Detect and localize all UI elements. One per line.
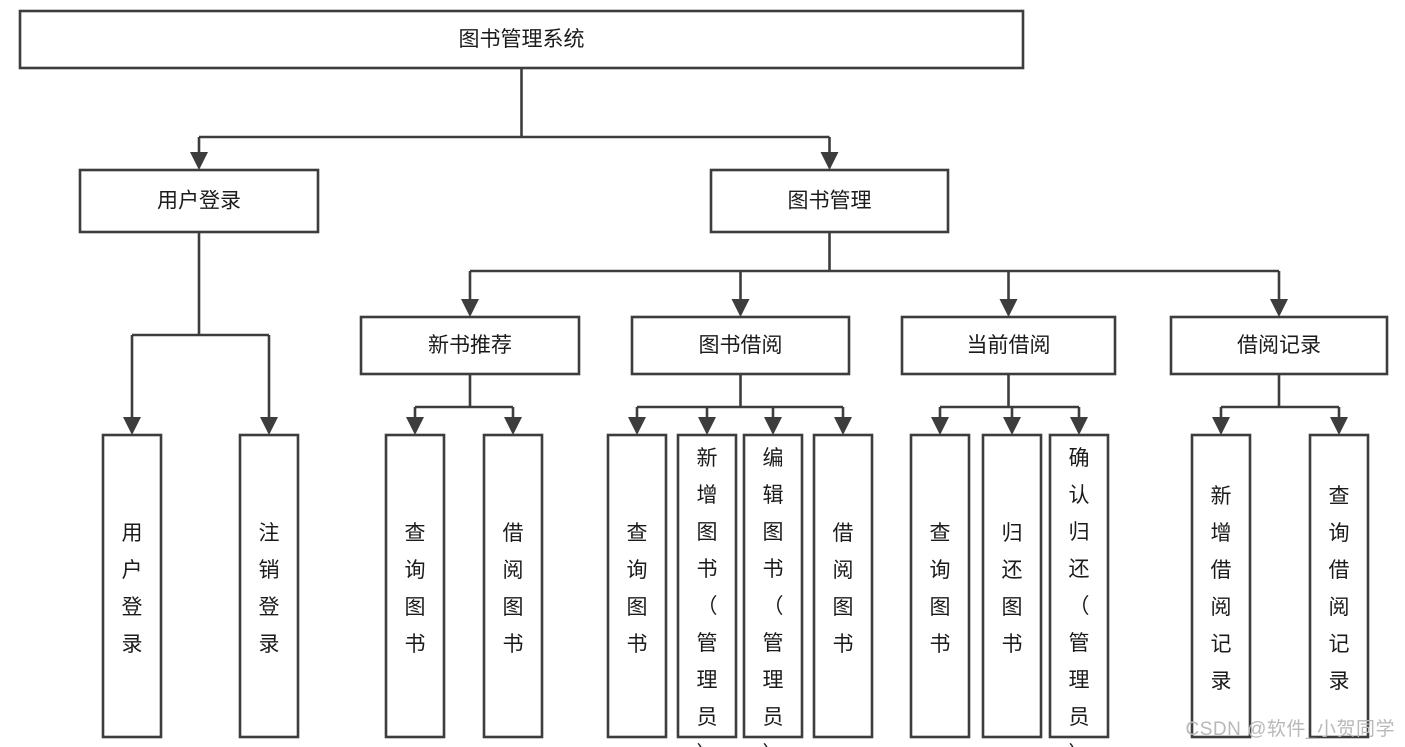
node-leaf-confirm-return-box[interactable] [1048,433,1110,739]
node-book-management-box[interactable] [709,168,950,234]
node-leaf-return-book[interactable]: 归还图书 [981,433,1043,739]
node-leaf-query-record-label: 查询借阅记录 [1329,485,1350,693]
node-book-borrow-box[interactable] [630,315,851,376]
node-leaf-borrow-book-2-box[interactable] [812,433,874,739]
node-leaf-edit-book-admin[interactable]: 编辑图书（管理员） [742,433,804,747]
node-borrow-record-label: 借阅记录 [1237,334,1321,357]
node-leaf-borrow-book-1-box[interactable] [482,433,544,739]
node-leaf-query-book-1-label: 查询图书 [405,522,426,656]
node-boxes: 图书管理系统用户登录图书管理新书推荐图书借阅当前借阅借阅记录用户登录注销登录查询… [18,9,1389,747]
node-leaf-borrow-book-1[interactable]: 借阅图书 [482,433,544,739]
node-new-book-recommend-box[interactable] [359,315,581,376]
node-leaf-borrow-book-2-label: 借阅图书 [833,522,854,656]
node-leaf-query-book-2-label: 查询图书 [627,522,648,656]
node-leaf-borrow-book-1-label: 借阅图书 [503,522,524,656]
node-leaf-confirm-return[interactable]: 确认归还（管理员） [1048,433,1110,747]
node-leaf-add-book-admin-label: 新增图书（管理员） [697,447,718,747]
node-leaf-user-login-label: 用户登录 [122,522,143,656]
node-leaf-query-book-2-box[interactable] [606,433,668,739]
node-user-login-label: 用户登录 [157,190,241,213]
node-leaf-query-record-box[interactable] [1308,433,1370,739]
node-current-borrow-label: 当前借阅 [967,334,1051,357]
node-user-login-box[interactable] [78,168,320,234]
node-borrow-record[interactable]: 借阅记录 [1169,315,1389,376]
node-leaf-edit-book-admin-label: 编辑图书（管理员） [763,447,784,747]
node-leaf-query-book-3-label: 查询图书 [930,522,951,656]
node-leaf-query-book-2[interactable]: 查询图书 [606,433,668,739]
node-new-book-recommend[interactable]: 新书推荐 [359,315,581,376]
node-leaf-add-book-admin[interactable]: 新增图书（管理员） [676,433,738,747]
node-leaf-user-login[interactable]: 用户登录 [101,433,163,739]
node-leaf-add-book-admin-box[interactable] [676,433,738,739]
node-leaf-user-logout-label: 注销登录 [259,522,280,656]
node-leaf-user-logout-box[interactable] [238,433,300,739]
node-leaf-query-book-1[interactable]: 查询图书 [384,433,446,739]
node-new-book-recommend-label: 新书推荐 [428,334,512,357]
node-user-login[interactable]: 用户登录 [78,168,320,234]
node-current-borrow-box[interactable] [900,315,1117,376]
node-book-management-label: 图书管理 [788,190,872,213]
node-leaf-add-record[interactable]: 新增借阅记录 [1190,433,1252,739]
node-borrow-record-box[interactable] [1169,315,1389,376]
node-leaf-add-record-box[interactable] [1190,433,1252,739]
node-leaf-edit-book-admin-box[interactable] [742,433,804,739]
node-root-box[interactable] [18,9,1025,70]
node-leaf-query-book-1-box[interactable] [384,433,446,739]
node-leaf-query-book-3-box[interactable] [909,433,971,739]
node-leaf-return-book-label: 归还图书 [1002,522,1023,656]
csdn-watermark: CSDN @软件_小贺同学 [1185,719,1395,740]
connector-lines [123,68,1348,435]
node-root-label: 图书管理系统 [459,28,585,51]
node-book-management[interactable]: 图书管理 [709,168,950,234]
node-leaf-confirm-return-label: 确认归还（管理员） [1069,447,1090,747]
node-leaf-query-record[interactable]: 查询借阅记录 [1308,433,1370,739]
node-book-borrow-label: 图书借阅 [699,334,783,357]
node-leaf-user-login-box[interactable] [101,433,163,739]
node-leaf-add-record-label: 新增借阅记录 [1211,485,1232,693]
node-leaf-borrow-book-2[interactable]: 借阅图书 [812,433,874,739]
node-book-borrow[interactable]: 图书借阅 [630,315,851,376]
node-leaf-return-book-box[interactable] [981,433,1043,739]
node-leaf-query-book-3[interactable]: 查询图书 [909,433,971,739]
node-current-borrow[interactable]: 当前借阅 [900,315,1117,376]
node-root[interactable]: 图书管理系统 [18,9,1025,70]
node-leaf-user-logout[interactable]: 注销登录 [238,433,300,739]
